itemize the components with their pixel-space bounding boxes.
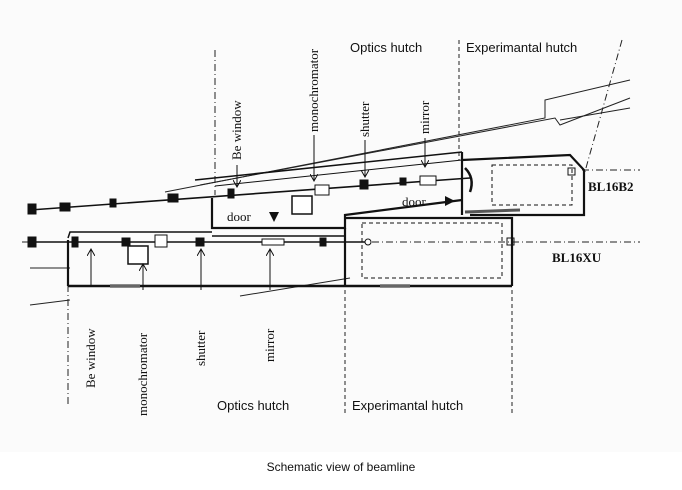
label-upper-monochromator: monochromator	[306, 48, 321, 132]
bl16b2-component-5	[399, 177, 407, 186]
bl16xu-monochromator-unit	[154, 234, 168, 248]
figure-caption: Schematic view of beamline	[266, 460, 416, 474]
bl16b2-optics-top	[194, 151, 463, 181]
bl16xu-optics-top	[67, 231, 212, 239]
bl16xu-exp-box	[506, 237, 515, 246]
bl16xu-hutch-top	[212, 228, 346, 237]
door-right-swing	[464, 167, 473, 193]
bl16b2-fe-component-3	[109, 198, 117, 208]
label-lower-monochromator: monochromator	[135, 332, 150, 416]
bl16b2-fe-component-1	[27, 203, 37, 215]
figure-panel	[0, 0, 682, 452]
door-left-arrow	[269, 212, 279, 222]
bl16xu-fe-component-1	[27, 236, 37, 248]
label-bl16xu: BL16XU	[552, 250, 602, 265]
bl16b2-be-window-unit	[227, 188, 235, 199]
label-bl16b2: BL16B2	[588, 179, 634, 194]
label-door-right: door	[402, 194, 427, 209]
label-lower-experimental-hutch: Experimantal hutch	[352, 398, 463, 413]
label-door-left: door	[227, 209, 252, 224]
bl16xu-component-2	[121, 237, 131, 247]
tunnel-wall-3	[559, 107, 631, 121]
label-upper-shutter: shutter	[357, 101, 372, 137]
divider-right-top	[583, 39, 623, 176]
tunnel-wall-inner	[199, 97, 631, 186]
bl16xu-be-window-unit	[71, 236, 79, 248]
label-lower-optics-hutch: Optics hutch	[217, 398, 289, 413]
bl16b2-monochromator-unit	[314, 184, 330, 196]
bl16b2-optics-top2	[214, 159, 463, 187]
label-lower-shutter: shutter	[193, 330, 208, 366]
bl16xu-exp-inner	[361, 222, 503, 279]
bl16b2-exp-box	[567, 167, 576, 176]
bl16b2-beam-path	[29, 177, 471, 211]
bl16b2-fe-component-2	[59, 202, 71, 212]
label-upper-experimental-hutch: Experimantal hutch	[466, 40, 577, 55]
ground-line-1	[29, 299, 71, 306]
beamline-schematic: BL16B2 BL16XU Optics hutch Experimantal …	[22, 39, 640, 416]
bl16b2-shutter-unit	[359, 179, 369, 190]
label-upper-optics-hutch: Optics hutch	[350, 40, 422, 55]
bl16b2-mirror-unit	[419, 175, 437, 186]
bl16b2-exp-floor	[464, 208, 521, 214]
door-right-arrow	[445, 196, 455, 206]
bl16xu-exp-outer	[345, 216, 514, 286]
bl16b2-fe-component-4	[167, 193, 179, 203]
label-upper-be-window: Be window	[229, 100, 244, 160]
bl16xu-shutter-unit	[195, 237, 205, 247]
bl16b2-mono-tank	[291, 195, 313, 215]
bl16b2-exp-inner	[491, 164, 573, 206]
bl16b2-exp-hutch	[461, 153, 586, 217]
bl16xu-mono-tank	[127, 245, 149, 265]
tunnel-wall-outer	[164, 79, 631, 193]
label-upper-mirror: mirror	[417, 100, 432, 134]
bl16xu-beam-end	[364, 238, 372, 246]
bl16xu-component-3	[319, 237, 327, 247]
bl16xu-mirror-unit	[261, 238, 285, 246]
label-lower-be-window: Be window	[83, 328, 98, 388]
label-lower-mirror: mirror	[262, 328, 277, 362]
